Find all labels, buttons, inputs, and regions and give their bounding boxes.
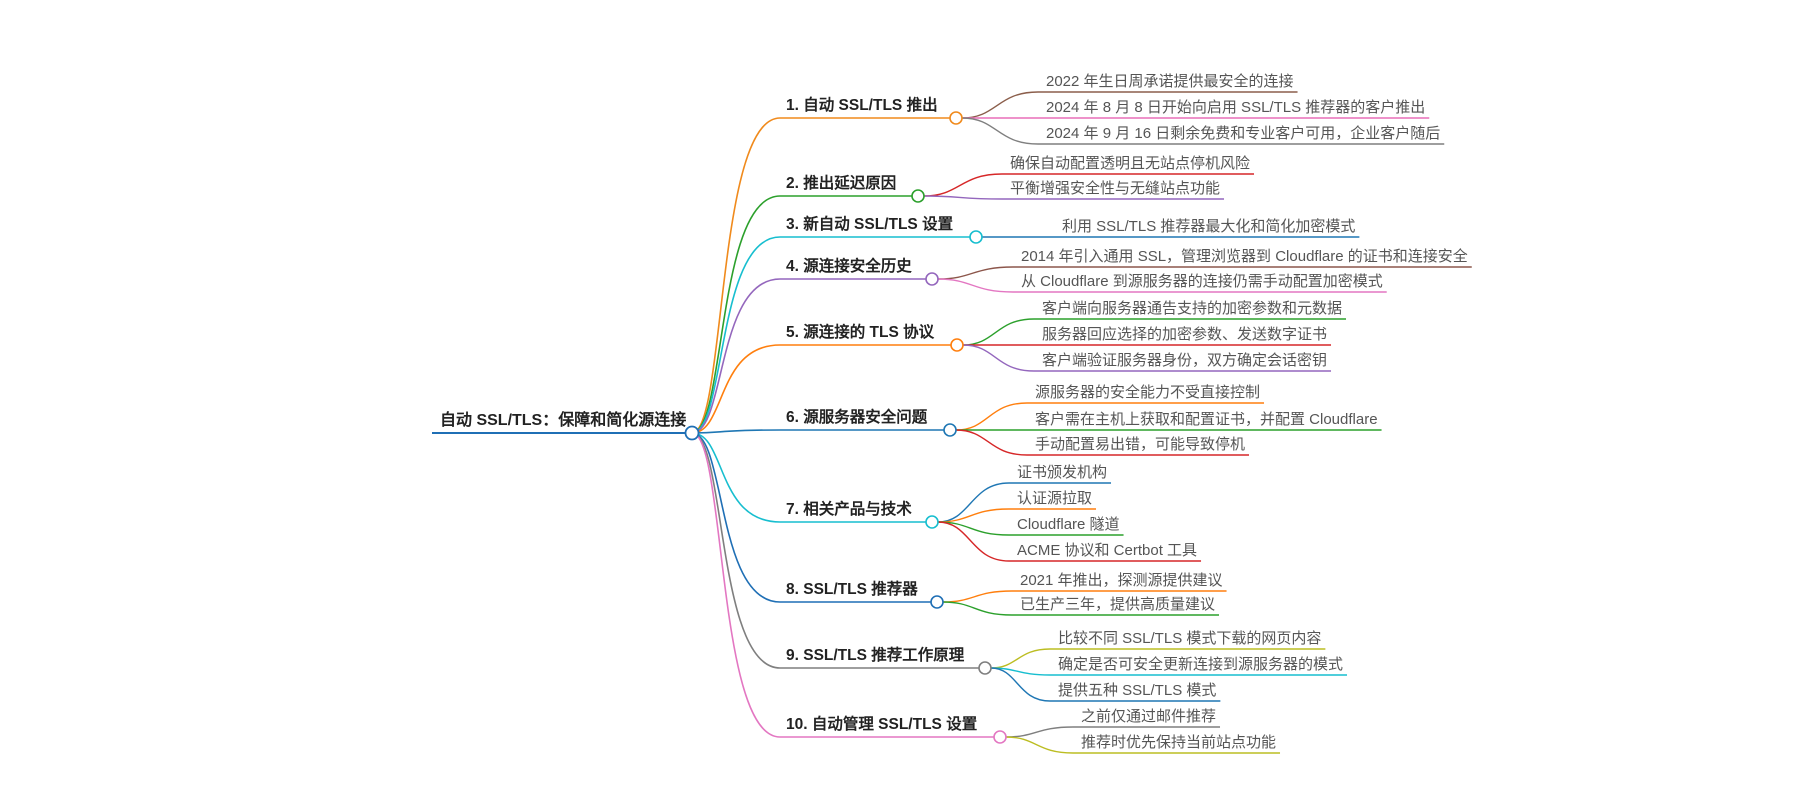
leaf-connector <box>923 195 1003 200</box>
leaf-connector <box>923 173 1003 197</box>
leaf-connector <box>937 482 1010 523</box>
branch-toggle-node[interactable] <box>993 730 1007 744</box>
branch-label: 1. 自动 SSL/TLS 推出 <box>786 95 938 114</box>
leaf-connector <box>937 521 1010 536</box>
leaf-label: 推荐时优先保持当前站点功能 <box>1081 734 1276 751</box>
branch-label: 9. SSL/TLS 推荐工作原理 <box>786 645 965 664</box>
root-toggle-node[interactable] <box>684 425 700 441</box>
branch-toggle-node[interactable] <box>925 272 939 286</box>
leaf-label: 认证源拉取 <box>1017 490 1092 507</box>
branch-connector <box>691 117 781 434</box>
leaf-connector <box>961 91 1039 119</box>
branch-label: 5. 源连接的 TLS 协议 <box>786 322 935 341</box>
mindmap-edges <box>432 91 1472 754</box>
branch-label: 4. 源连接安全历史 <box>786 256 912 275</box>
leaf-connector <box>955 402 1028 431</box>
leaf-label: 平衡增强安全性与无缝站点功能 <box>1010 179 1220 197</box>
leaf-connector <box>955 429 1028 456</box>
leaf-label: 2021 年推出，探测源提供建议 <box>1020 572 1223 589</box>
leaf-label: 已生产三年，提供高质量建议 <box>1020 596 1215 613</box>
leaf-label: 客户端验证服务器身份，双方确定会话密钥 <box>1042 352 1327 369</box>
branch-connector <box>691 278 781 434</box>
leaf-label: 确定是否可安全更新连接到源服务器的模式 <box>1058 655 1343 673</box>
leaf-label: 源服务器的安全能力不受直接控制 <box>1035 383 1260 401</box>
leaf-label: ACME 协议和 Certbot 工具 <box>1017 542 1197 559</box>
leaf-label: 确保自动配置透明且无站点停机风险 <box>1010 155 1250 172</box>
leaf-label: 2014 年引入通用 SSL，管理浏览器到 Cloudflare 的证书和连接安… <box>1021 247 1468 265</box>
branch-connector <box>691 432 781 523</box>
leaf-label: 从 Cloudflare 到源服务器的连接仍需手动配置加密模式 <box>1021 273 1383 290</box>
leaf-connector <box>1005 726 1074 738</box>
leaf-label: 服务器回应选择的加密参数、发送数字证书 <box>1042 325 1327 343</box>
branch-connector <box>691 429 781 434</box>
leaf-label: 手动配置易出错，可能导致停机 <box>1035 436 1245 453</box>
branch-toggle-node[interactable] <box>930 595 944 609</box>
leaf-connector <box>990 648 1051 669</box>
leaf-connector <box>990 667 1051 702</box>
branch-label: 6. 源服务器安全问题 <box>786 407 928 426</box>
branch-connector <box>691 432 781 603</box>
leaf-connector <box>962 344 1035 372</box>
branch-connector <box>691 432 781 738</box>
leaf-connector <box>1005 736 1074 754</box>
branch-toggle-node[interactable] <box>925 515 939 529</box>
branch-label: 7. 相关产品与技术 <box>786 499 912 518</box>
branch-label: 10. 自动管理 SSL/TLS 设置 <box>786 714 977 733</box>
branch-label: 2. 推出延迟原因 <box>786 173 896 192</box>
branch-connector <box>691 432 781 669</box>
leaf-label: 利用 SSL/TLS 推荐器最大化和简化加密模式 <box>1062 218 1355 235</box>
leaf-label: 2024 年 8 月 8 日开始向启用 SSL/TLS 推荐器的客户推出 <box>1046 99 1425 116</box>
leaf-connector <box>961 117 1039 145</box>
leaf-connector <box>942 601 1013 616</box>
root-topic-label: 自动 SSL/TLS：保障和简化源连接 <box>440 410 686 429</box>
leaf-label: 2024 年 9 月 16 日剩余免费和专业客户可用，企业客户随后 <box>1046 124 1440 142</box>
branch-toggle-node[interactable] <box>949 111 963 125</box>
leaf-label: 之前仅通过邮件推荐 <box>1081 708 1216 725</box>
branch-toggle-node[interactable] <box>978 661 992 675</box>
leaf-label: 客户需在主机上获取和配置证书，并配置 Cloudflare <box>1035 411 1378 428</box>
mindmap-nodes: 自动 SSL/TLS：保障和简化源连接 1. 自动 SSL/TLS 推出 2022 … <box>440 72 1468 751</box>
leaf-connector <box>962 318 1035 346</box>
leaf-label: 客户端向服务器通告支持的加密参数和元数据 <box>1042 300 1342 317</box>
leaf-connector <box>937 278 1014 293</box>
branch-toggle-node[interactable] <box>943 423 957 437</box>
leaf-connector <box>937 508 1010 523</box>
branch-label: 8. SSL/TLS 推荐器 <box>786 579 918 598</box>
branch-connector <box>691 344 781 434</box>
leaf-connector <box>942 590 1013 603</box>
leaf-label: 提供五种 SSL/TLS 模式 <box>1058 682 1216 699</box>
branch-toggle-node[interactable] <box>969 230 983 244</box>
leaf-label: 2022 年生日周承诺提供最安全的连接 <box>1046 72 1294 90</box>
leaf-connector <box>937 266 1014 280</box>
leaf-label: 比较不同 SSL/TLS 模式下载的网页内容 <box>1058 629 1321 647</box>
branch-toggle-node[interactable] <box>911 189 925 203</box>
branch-connector <box>691 236 781 434</box>
leaf-label: 证书颁发机构 <box>1017 464 1107 481</box>
branch-toggle-node[interactable] <box>950 338 964 352</box>
branch-connector <box>691 195 781 434</box>
leaf-label: Cloudflare 隧道 <box>1017 516 1120 533</box>
branch-label: 3. 新自动 SSL/TLS 设置 <box>786 214 953 233</box>
leaf-connector <box>937 521 1010 562</box>
